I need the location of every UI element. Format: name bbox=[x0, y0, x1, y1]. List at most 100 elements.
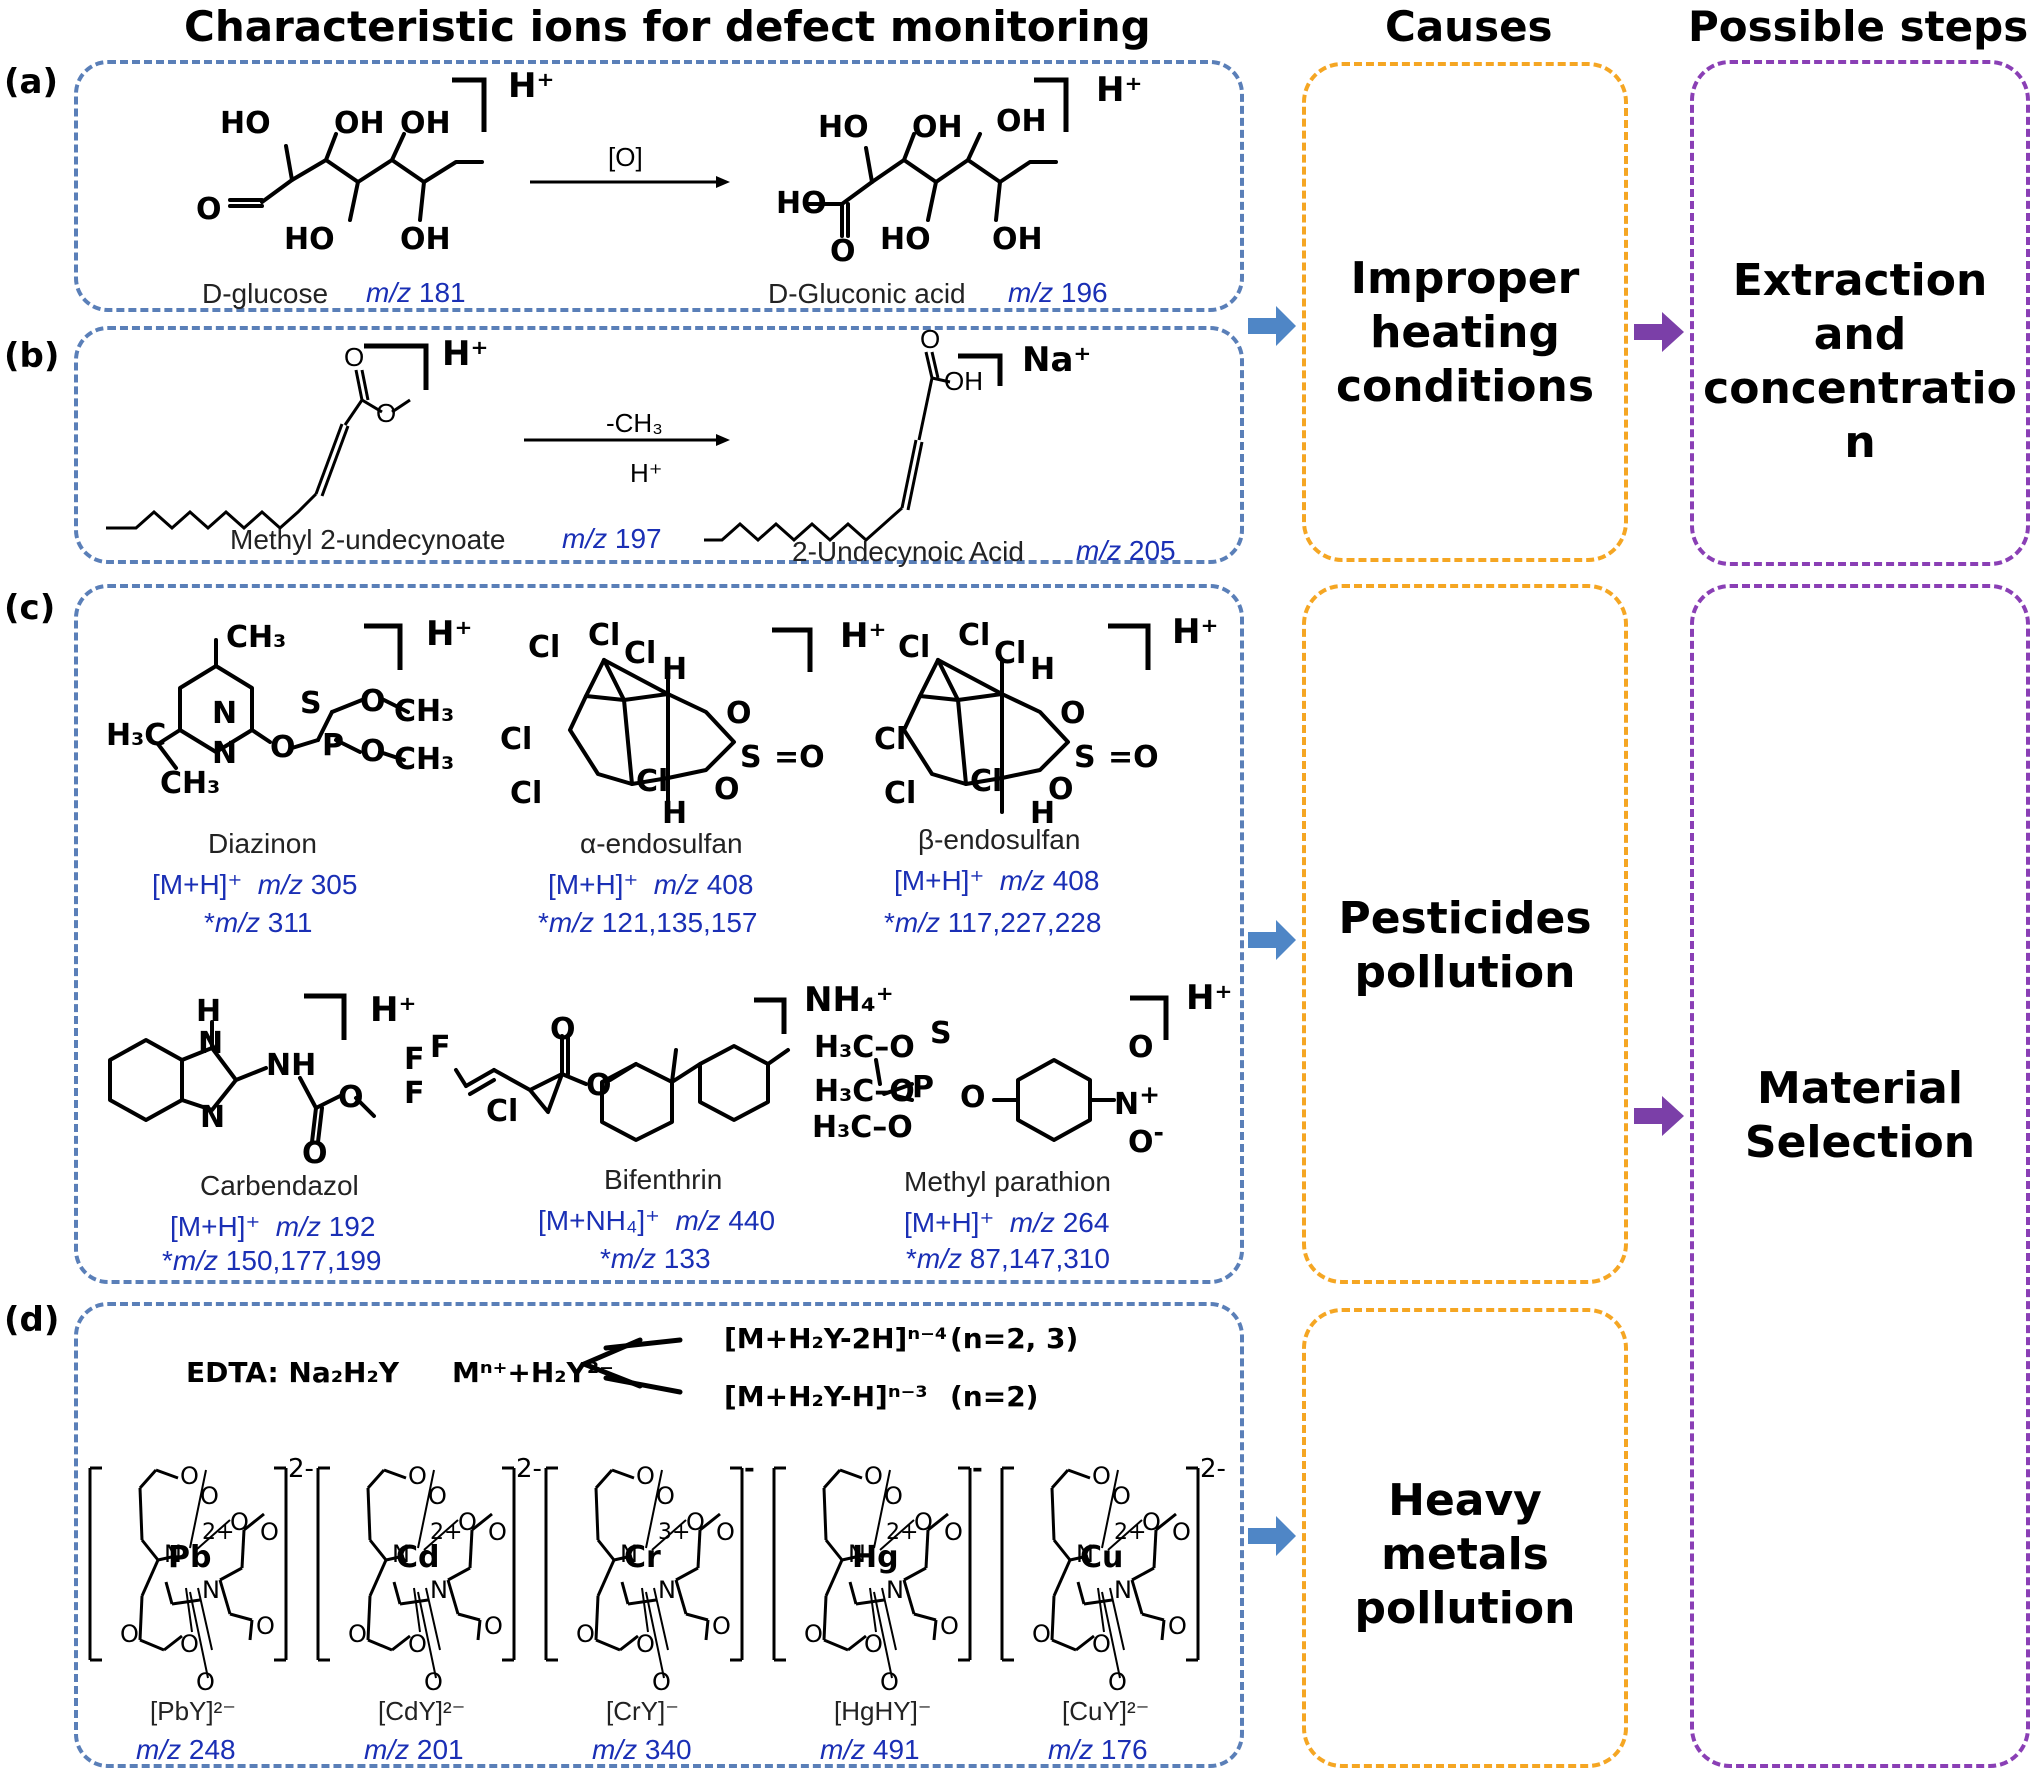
diazinon-H3C: H₃C bbox=[106, 718, 167, 753]
carbendazol-NH: NH bbox=[266, 1048, 317, 1083]
complex-cr-O3: O bbox=[716, 1518, 735, 1546]
complex-cu-charge: 2- bbox=[1200, 1454, 1226, 1484]
complex-cu-mz: m/z 176 bbox=[1048, 1734, 1148, 1765]
complex-cd-O5: O bbox=[348, 1620, 367, 1648]
bifenthrin-F2: F bbox=[430, 1030, 451, 1065]
compound-undecynoic-acid-mz: m/z 205 bbox=[1076, 535, 1176, 566]
diazinon-S: S bbox=[300, 686, 322, 721]
compound-methyl-parathion-name: Methyl parathion bbox=[904, 1166, 1112, 1197]
complex-pb-O8: O bbox=[196, 1668, 215, 1696]
complex-cr-O6: O bbox=[636, 1630, 655, 1658]
complex-pb-metal-charge: 2+ bbox=[202, 1520, 235, 1545]
ester-O-carbonyl: O bbox=[344, 342, 365, 372]
panel-a-label: (a) bbox=[4, 62, 59, 102]
compound-carbendazol-name: Carbendazol bbox=[200, 1170, 359, 1201]
complex-pb-N2: N bbox=[202, 1576, 220, 1604]
complex-pb-O4: O bbox=[200, 1482, 219, 1510]
complex-pb-O1: O bbox=[180, 1462, 199, 1490]
compound-carbendazol-mz: [M+H]⁺ m/z 192 bbox=[170, 1211, 376, 1242]
beta-O-sulf: =O bbox=[1108, 740, 1159, 775]
complex-pb-name: [PbY]²⁻ bbox=[150, 1696, 236, 1726]
complex-cr-O2: O bbox=[686, 1508, 705, 1536]
beta-Cl2: Cl bbox=[958, 618, 991, 653]
complex-cd-mz: m/z 201 bbox=[364, 1734, 464, 1765]
mp-H3C-O2: H₃C–O bbox=[814, 1074, 915, 1109]
glucose-OH2: OH bbox=[334, 106, 385, 141]
complex-hg-structure bbox=[772, 1466, 972, 1679]
compound-gluconic-mz: m/z 196 bbox=[1008, 277, 1108, 308]
alpha-Cl4: Cl bbox=[500, 722, 533, 757]
compound-diazinon-frag: *m/z 311 bbox=[204, 907, 313, 938]
step-box-extraction bbox=[1690, 60, 2030, 566]
complex-cd-charge: 2- bbox=[516, 1454, 542, 1484]
complex-cr-O4: O bbox=[656, 1482, 675, 1510]
compound-glucose-name: D-glucose bbox=[202, 278, 329, 309]
bifenthrin-structure bbox=[454, 1034, 790, 1142]
complex-cd-metal-charge: 2+ bbox=[430, 1520, 463, 1545]
step-box-material bbox=[1690, 584, 2030, 1768]
complex-cu-O6: O bbox=[1092, 1630, 1111, 1658]
bifenthrin-Cl: Cl bbox=[486, 1094, 519, 1129]
diazinon-P: P bbox=[322, 728, 344, 763]
edta-product1: [M+H₂Y-2H]ⁿ⁻⁴ bbox=[724, 1322, 948, 1355]
compound-glucose-mz: m/z 181 bbox=[366, 277, 466, 308]
diazinon-N1: N bbox=[212, 696, 238, 731]
compound-beta-endosulfan-name: β-endosulfan bbox=[918, 824, 1081, 855]
alpha-Cl1: Cl bbox=[528, 630, 561, 665]
compound-diazinon-name: Diazinon bbox=[208, 828, 317, 859]
complex-hg-mz: m/z 491 bbox=[820, 1734, 920, 1765]
mp-P: P bbox=[912, 1070, 934, 1105]
complex-hg-charge: - bbox=[972, 1454, 983, 1484]
diazinon-CH3-bottom: CH₃ bbox=[160, 766, 221, 801]
panel-d-label: (d) bbox=[4, 1300, 60, 1340]
diazinon-charge: H⁺ bbox=[426, 614, 473, 654]
complex-cd-metal: Cd bbox=[396, 1540, 440, 1575]
complex-hg-O4: O bbox=[884, 1482, 903, 1510]
header-steps: Possible steps bbox=[1688, 2, 2029, 51]
gluconic-O: O bbox=[830, 234, 856, 269]
arrow-heating-to-extraction bbox=[1634, 312, 1684, 352]
compound-alpha-endosulfan-name: α-endosulfan bbox=[580, 828, 743, 859]
complex-cd-name: [CdY]²⁻ bbox=[378, 1696, 466, 1726]
diazinon-ring bbox=[178, 664, 254, 754]
alpha-endosulfan-cage bbox=[568, 658, 736, 814]
beta-Cl1: Cl bbox=[898, 630, 931, 665]
complex-cr-structure bbox=[544, 1466, 744, 1679]
beta-Cl3: Cl bbox=[994, 636, 1027, 671]
panel-c-box bbox=[74, 584, 1244, 1284]
compound-gluconic-name: D-Gluconic acid bbox=[768, 278, 966, 309]
gluconic-HO4: HO bbox=[880, 222, 931, 257]
header-causes: Causes bbox=[1385, 2, 1553, 51]
bifenthrin-F3: F bbox=[404, 1076, 425, 1111]
alpha-H2: H bbox=[662, 796, 688, 831]
diazinon-O1: O bbox=[270, 730, 296, 765]
complex-pb-O7: O bbox=[256, 1612, 275, 1640]
alpha-H1: H bbox=[662, 652, 688, 687]
arrow-c-to-pesticides bbox=[1248, 920, 1296, 960]
complex-cr-metal: Cr bbox=[624, 1540, 661, 1575]
mp-O: O bbox=[960, 1080, 986, 1115]
carbendazol-H: H bbox=[196, 994, 222, 1029]
complex-pb-N1: N bbox=[164, 1540, 182, 1568]
panel-b-reaction-bottom: H⁺ bbox=[630, 458, 663, 488]
gluconic-HO2: HO bbox=[818, 110, 869, 145]
compound-undecynoic-acid-name: 2-Undecynoic Acid bbox=[792, 536, 1024, 567]
cause-box-pesticides bbox=[1302, 584, 1628, 1284]
complex-cd-structure bbox=[316, 1466, 516, 1679]
edta-product2: [M+H₂Y-H]ⁿ⁻³ bbox=[724, 1380, 928, 1413]
panel-d-box bbox=[74, 1302, 1244, 1768]
compound-alpha-endosulfan-frag: *m/z 121,135,157 bbox=[538, 907, 758, 938]
mp-N: N+ bbox=[1114, 1080, 1161, 1122]
arrow-d-to-heavy-metals bbox=[1248, 1516, 1296, 1556]
methyl-parathion-charge: H⁺ bbox=[1186, 978, 1233, 1018]
complex-cu-O7: O bbox=[1168, 1612, 1187, 1640]
beta-H2: H bbox=[1030, 796, 1056, 831]
complex-hg-name: [HgHY]⁻ bbox=[834, 1696, 932, 1726]
alpha-charge: H⁺ bbox=[840, 616, 887, 656]
arrow-to-material bbox=[1634, 1096, 1684, 1136]
complex-cu-O3: O bbox=[1172, 1518, 1191, 1546]
complex-cr-O5: O bbox=[576, 1620, 595, 1648]
